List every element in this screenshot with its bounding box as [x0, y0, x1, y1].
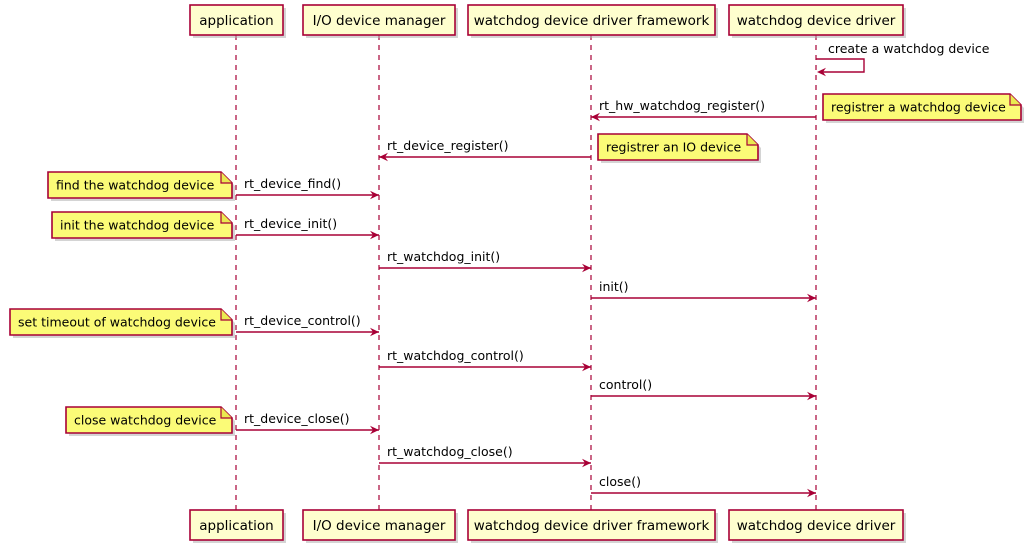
participant-box-framework-top[interactable]: [467, 4, 716, 36]
note-body-n1: [822, 93, 1022, 121]
note-fold-n2: [746, 134, 758, 146]
message-label-m9: rt_watchdog_control(): [387, 348, 524, 363]
participant-label-driver-top: watchdog device driver: [737, 13, 896, 29]
note-fold-n5: [220, 309, 232, 321]
message-m5[interactable]: rt_device_init(): [236, 216, 379, 240]
note-fold-n1: [1009, 94, 1021, 106]
participant-label-iodm-bottom: I/O device manager: [313, 518, 446, 534]
message-m3[interactable]: rt_device_register(): [379, 138, 591, 162]
message-m12[interactable]: rt_watchdog_close(): [379, 444, 591, 468]
message-label-m12: rt_watchdog_close(): [387, 444, 513, 459]
note-fold-n6: [220, 407, 232, 419]
note-text-n1: registrer a watchdog device: [831, 100, 1006, 115]
message-arrowhead-m12: [582, 458, 591, 468]
note-text-n3: find the watchdog device: [56, 178, 215, 193]
participant-label-framework-top: watchdog device driver framework: [474, 13, 710, 29]
message-label-m3: rt_device_register(): [387, 138, 509, 153]
message-arrowhead-m11: [370, 425, 379, 435]
message-m6[interactable]: rt_watchdog_init(): [379, 249, 591, 273]
message-label-m11: rt_device_close(): [244, 411, 350, 426]
message-label-m13: close(): [599, 474, 641, 489]
note-text-n4: init the watchdog device: [60, 218, 215, 233]
message-arrowhead-m1: [817, 67, 826, 77]
message-arrowhead-m4: [370, 190, 379, 200]
message-m13[interactable]: close(): [591, 474, 816, 498]
participant-box-iodm-top[interactable]: [302, 4, 456, 36]
participant-label-app-bottom: application: [199, 518, 273, 534]
participant-box-iodm-bottom[interactable]: [302, 509, 456, 541]
message-m1[interactable]: create a watchdog device: [816, 41, 990, 77]
note-body-n3: [47, 171, 233, 199]
message-m10[interactable]: control(): [591, 377, 816, 401]
participant-box-driver-top[interactable]: [728, 4, 904, 36]
message-label-m7: init(): [599, 279, 629, 294]
participant-label-app-top: application: [199, 13, 273, 29]
message-arrowhead-m8: [370, 327, 379, 337]
message-label-m2: rt_hw_watchdog_register(): [599, 98, 765, 113]
participant-label-iodm-top: I/O device manager: [313, 13, 446, 29]
note-n5[interactable]: set timeout of watchdog device: [9, 308, 235, 338]
message-arrowhead-m6: [582, 263, 591, 273]
note-n4[interactable]: init the watchdog device: [51, 211, 235, 241]
message-arrowhead-m9: [582, 362, 591, 372]
message-label-m1: create a watchdog device: [828, 41, 990, 56]
message-m7[interactable]: init(): [591, 279, 816, 303]
message-arrowhead-m10: [807, 391, 816, 401]
note-body-n4: [51, 211, 233, 239]
note-text-n2: registrer an IO device: [606, 140, 741, 155]
note-text-n5: set timeout of watchdog device: [18, 315, 216, 330]
message-label-m4: rt_device_find(): [244, 176, 341, 191]
participant-box-framework-bottom[interactable]: [467, 509, 716, 541]
message-arrowhead-m3: [379, 152, 388, 162]
notes-group: registrer a watchdog device registrer an …: [9, 93, 1024, 436]
message-label-m5: rt_device_init(): [244, 216, 337, 231]
message-m11[interactable]: rt_device_close(): [236, 411, 379, 435]
participants-bottom-group: application I/O device manager watchdog de…: [189, 509, 906, 543]
participant-box-app-bottom[interactable]: [189, 509, 284, 541]
note-body-n6: [65, 406, 233, 434]
note-body-n2: [597, 133, 759, 161]
note-n6[interactable]: close watchdog device: [65, 406, 235, 436]
participants-top-group: application I/O device manager watchdog de…: [189, 4, 906, 38]
message-m4[interactable]: rt_device_find(): [236, 176, 379, 200]
participant-box-app-top[interactable]: [189, 4, 284, 36]
participant-box-driver-bottom[interactable]: [728, 509, 904, 541]
note-n2[interactable]: registrer an IO device: [597, 133, 761, 163]
note-fold-n4: [220, 212, 232, 224]
note-n1[interactable]: registrer a watchdog device: [822, 93, 1024, 123]
messages-group: create a watchdog device rt_hw_watchdog_r…: [236, 41, 990, 498]
message-line-m1: [816, 58, 865, 73]
message-m2[interactable]: rt_hw_watchdog_register(): [591, 98, 816, 122]
message-label-m8: rt_device_control(): [244, 313, 361, 328]
note-fold-n3: [220, 172, 232, 184]
message-label-m6: rt_watchdog_init(): [387, 249, 500, 264]
message-arrowhead-m2: [591, 112, 600, 122]
note-text-n6: close watchdog device: [74, 413, 217, 428]
participant-label-framework-bottom: watchdog device driver framework: [474, 518, 710, 534]
message-m8[interactable]: rt_device_control(): [236, 313, 379, 337]
note-body-n5: [9, 308, 233, 336]
message-arrowhead-m5: [370, 230, 379, 240]
message-arrowhead-m13: [807, 488, 816, 498]
message-m9[interactable]: rt_watchdog_control(): [379, 348, 591, 372]
message-label-m10: control(): [599, 377, 652, 392]
note-n3[interactable]: find the watchdog device: [47, 171, 235, 201]
message-arrowhead-m7: [807, 293, 816, 303]
participant-label-driver-bottom: watchdog device driver: [737, 518, 896, 534]
